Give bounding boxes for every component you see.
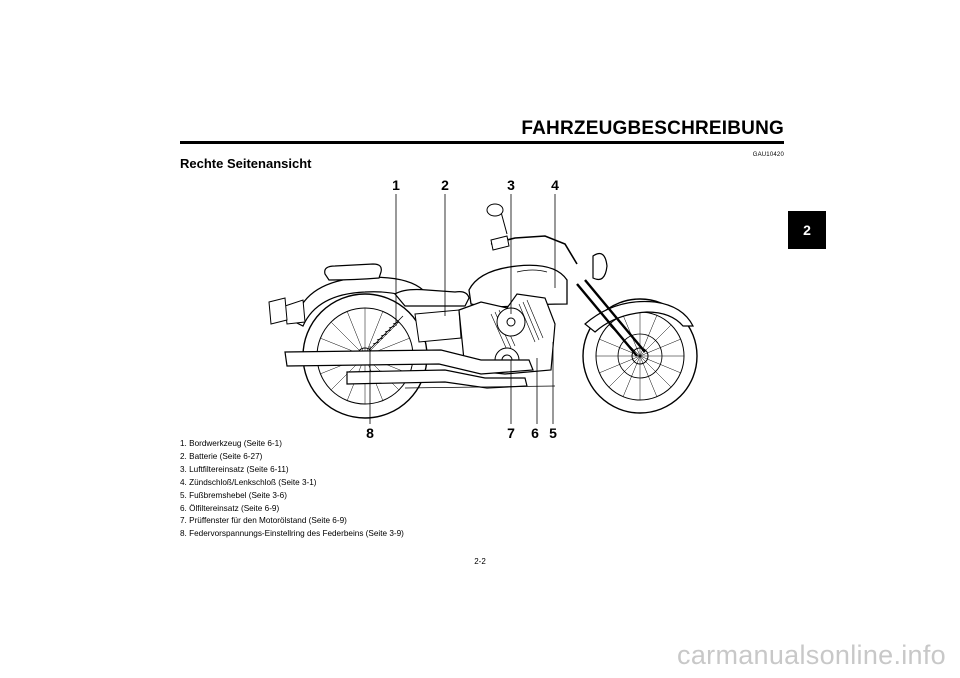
chapter-tab: 2 — [788, 211, 826, 249]
parts-legend: 1. Bordwerkzeug (Seite 6-1) 2. Batterie … — [180, 438, 404, 541]
legend-item: 3. Luftfiltereinsatz (Seite 6-11) — [180, 464, 289, 474]
legend-item: 2. Batterie (Seite 6-27) — [180, 451, 263, 461]
callout-6: 6 — [531, 425, 539, 440]
callout-leaders — [369, 194, 556, 424]
legend-item: 4. Zündschloß/Lenkschloß (Seite 3-1) — [180, 477, 317, 487]
legend-item: 6. Ölfiltereinsatz (Seite 6-9) — [180, 503, 280, 513]
reference-code: GAU10420 — [752, 152, 784, 158]
legend-item: 5. Fußbremshebel (Seite 3-6) — [180, 490, 287, 500]
watermark: carmanualsonline.info — [677, 640, 946, 670]
callout-7: 7 — [507, 425, 515, 440]
legend-item: 1. Bordwerkzeug (Seite 6-1) — [180, 439, 282, 448]
motorcycle-illustration: 1 2 3 4 5 6 7 8 — [255, 174, 715, 441]
callout-3: 3 — [507, 177, 515, 193]
page-number: 2-2 — [474, 557, 486, 566]
header-rule — [180, 141, 784, 144]
page-header-title: FAHRZEUGBESCHREIBUNG — [521, 118, 784, 139]
callout-5: 5 — [549, 425, 557, 440]
section-title: Rechte Seitenansicht — [180, 156, 312, 171]
callout-2: 2 — [441, 177, 449, 193]
legend-item: 8. Federvorspannungs-Einstellring des Fe… — [180, 529, 404, 539]
legend-item: 7. Prüffenster für den Motorölstand (Sei… — [180, 516, 347, 526]
callout-1: 1 — [392, 177, 400, 193]
callout-8: 8 — [366, 425, 374, 440]
callout-4: 4 — [551, 177, 559, 193]
